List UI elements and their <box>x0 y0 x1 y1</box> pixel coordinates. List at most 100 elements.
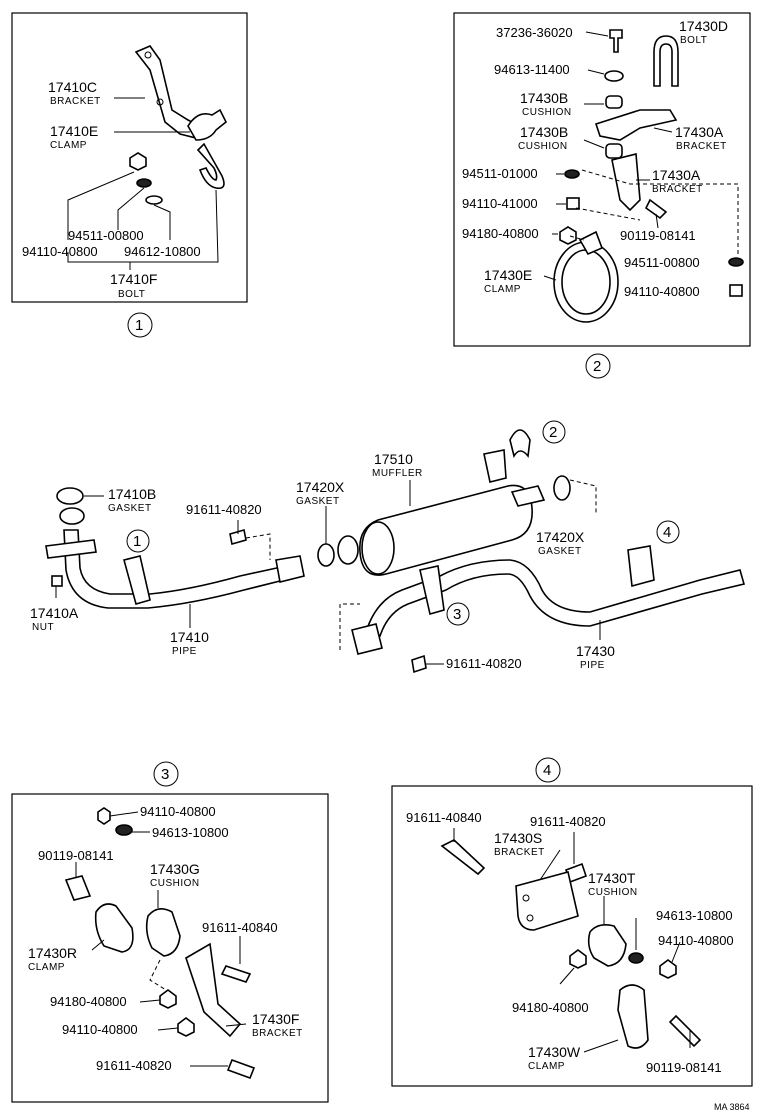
marker-2 <box>542 420 566 444</box>
label-17410b: 17410B <box>108 486 156 502</box>
muffler-inlet-drawing <box>337 535 359 565</box>
washer-94613-10800-d3-drawing <box>115 824 133 836</box>
label-17430d: 17430D <box>679 18 728 34</box>
label-94110-40800: 94110-40800 <box>22 244 98 259</box>
label-cushion-lower: CUSHION <box>518 141 568 152</box>
label-17430e: 17430E <box>484 267 532 283</box>
label-cushion-upper: CUSHION <box>522 107 572 118</box>
nut-94180-40800-d3-drawing <box>159 989 177 1009</box>
muffler-outlet-drawing <box>510 485 546 507</box>
label-17430r: 17430R <box>28 945 77 961</box>
detail-1-number: 1 <box>135 317 143 334</box>
nut-94110-41000-drawing <box>566 197 580 210</box>
label-94180-40800-d4: 94180-40800 <box>512 1000 589 1015</box>
tail-bracket-4-drawing <box>627 545 655 588</box>
label-94511-00800-d2: 94511-00800 <box>624 255 700 270</box>
front-flange-drawing <box>45 539 97 559</box>
detail-1-frame <box>11 12 248 303</box>
clamp-17430r-drawing <box>94 903 134 953</box>
label-clamp: CLAMP <box>50 140 87 151</box>
label-94110-40800-d3b: 94110-40800 <box>62 1022 138 1037</box>
label-17420x-front: 17420X <box>296 479 345 495</box>
washer-94612-10800-drawing <box>145 195 163 205</box>
gasket-17410b-drawing <box>56 487 84 505</box>
label-91611-40820-rear: 91611-40820 <box>446 656 522 671</box>
detail-2-number: 2 <box>593 358 601 375</box>
label-17430t: 17430T <box>588 870 636 886</box>
u-bolt-drawing <box>196 142 225 190</box>
label-17430a-upper: 17430A <box>675 124 724 140</box>
marker-1-number: 1 <box>133 533 141 550</box>
label-91611-40840-d4: 91611-40840 <box>406 810 482 825</box>
pipe-bracket-drawing <box>123 555 151 605</box>
label-17430: 17430 <box>576 643 615 659</box>
nut-94110-40800-d3-drawing <box>97 807 111 825</box>
tail-pipe-17430-drawing <box>364 559 745 637</box>
label-17420x-rear: 17420X <box>536 529 585 545</box>
nut-94110-40800-d2-drawing <box>729 284 743 297</box>
nut-94110-40800-d3b-drawing <box>177 1017 195 1037</box>
nut-94180-40800-d4-drawing <box>569 949 587 969</box>
detail-4-marker <box>535 757 561 783</box>
bolt-90119-08141-d4-drawing <box>668 1014 702 1048</box>
washer-94511-00800-drawing <box>136 178 152 188</box>
cushion-17430g-drawing <box>145 908 181 957</box>
bolt-91611-40820-d3-drawing <box>226 1058 256 1080</box>
label-clamp-d2: CLAMP <box>484 284 521 295</box>
label-bracket: BRACKET <box>50 96 101 107</box>
marker-3-number: 3 <box>453 606 461 623</box>
nut-94180-40800-drawing <box>559 226 577 245</box>
label-17430s: 17430S <box>494 830 542 846</box>
detail-3-number: 3 <box>161 766 169 783</box>
bolt-91611-40820-rear-drawing <box>411 654 427 674</box>
marker-3 <box>446 602 470 626</box>
label-17430f: 17430F <box>252 1011 299 1027</box>
detail-2-frame <box>453 12 751 347</box>
label-37236-36020: 37236-36020 <box>496 25 573 40</box>
label-94110-41000: 94110-41000 <box>462 196 538 211</box>
cushion-17430b-upper-drawing <box>605 95 623 109</box>
label-17430a-lower: 17430A <box>652 167 701 183</box>
label-91611-40840-d3: 91611-40840 <box>202 920 278 935</box>
label-94180-40800-d3: 94180-40800 <box>50 994 127 1009</box>
label-muffler: MUFFLER <box>372 468 423 479</box>
label-94613-10800-d3: 94613-10800 <box>152 825 229 840</box>
label-94511-00800: 94511-00800 <box>68 228 144 243</box>
pipe-inlet-drawing <box>59 507 85 525</box>
detail-1-marker <box>127 312 153 338</box>
detail-2-marker <box>585 353 611 379</box>
label-94511-01000: 94511-01000 <box>462 166 538 181</box>
label-nut: NUT <box>32 622 54 633</box>
label-gasket-17410b: GASKET <box>108 503 152 514</box>
label-gasket-17420x-front: GASKET <box>296 496 340 507</box>
label-bolt: BOLT <box>118 289 145 300</box>
nut-94110-40800-drawing <box>129 152 147 171</box>
nut-17410a-drawing <box>51 575 63 587</box>
washer-94613-11400-drawing <box>604 70 624 82</box>
bolt-91611-40840-d3-drawing <box>220 965 252 983</box>
label-bracket-upper: BRACKET <box>676 141 727 152</box>
bracket-17430f-drawing <box>185 942 242 1038</box>
label-17430b-upper: 17430B <box>520 90 568 106</box>
label-cushion-d4: CUSHION <box>588 887 638 898</box>
label-gasket-17420x-rear: GASKET <box>538 546 582 557</box>
label-17430w: 17430W <box>528 1044 581 1060</box>
label-91611-40820-d4: 91611-40820 <box>530 814 606 829</box>
label-94613-10800-d4: 94613-10800 <box>656 908 733 923</box>
bolt-91611-40840-d4-drawing <box>440 839 486 876</box>
label-cushion-d3: CUSHION <box>150 878 200 889</box>
label-90119-08141-d3: 90119-08141 <box>38 848 114 863</box>
bracket-17430a-upper-drawing <box>594 109 678 141</box>
clamp-17430w-drawing <box>617 984 649 1049</box>
bolt-37236-drawing <box>609 29 623 53</box>
u-bolt-17430d-drawing <box>653 35 679 87</box>
label-94110-40800-d2: 94110-40800 <box>624 284 700 299</box>
label-94110-40800-d4: 94110-40800 <box>658 933 734 948</box>
label-17410c: 17410C <box>48 79 97 95</box>
detail-4-number: 4 <box>543 762 551 779</box>
label-91611-40820-d3: 91611-40820 <box>96 1058 172 1073</box>
marker-2-number: 2 <box>549 424 557 441</box>
label-90119-08141: 90119-08141 <box>620 228 696 243</box>
label-bracket-d4: BRACKET <box>494 847 545 858</box>
label-94110-40800-d3: 94110-40800 <box>140 804 216 819</box>
